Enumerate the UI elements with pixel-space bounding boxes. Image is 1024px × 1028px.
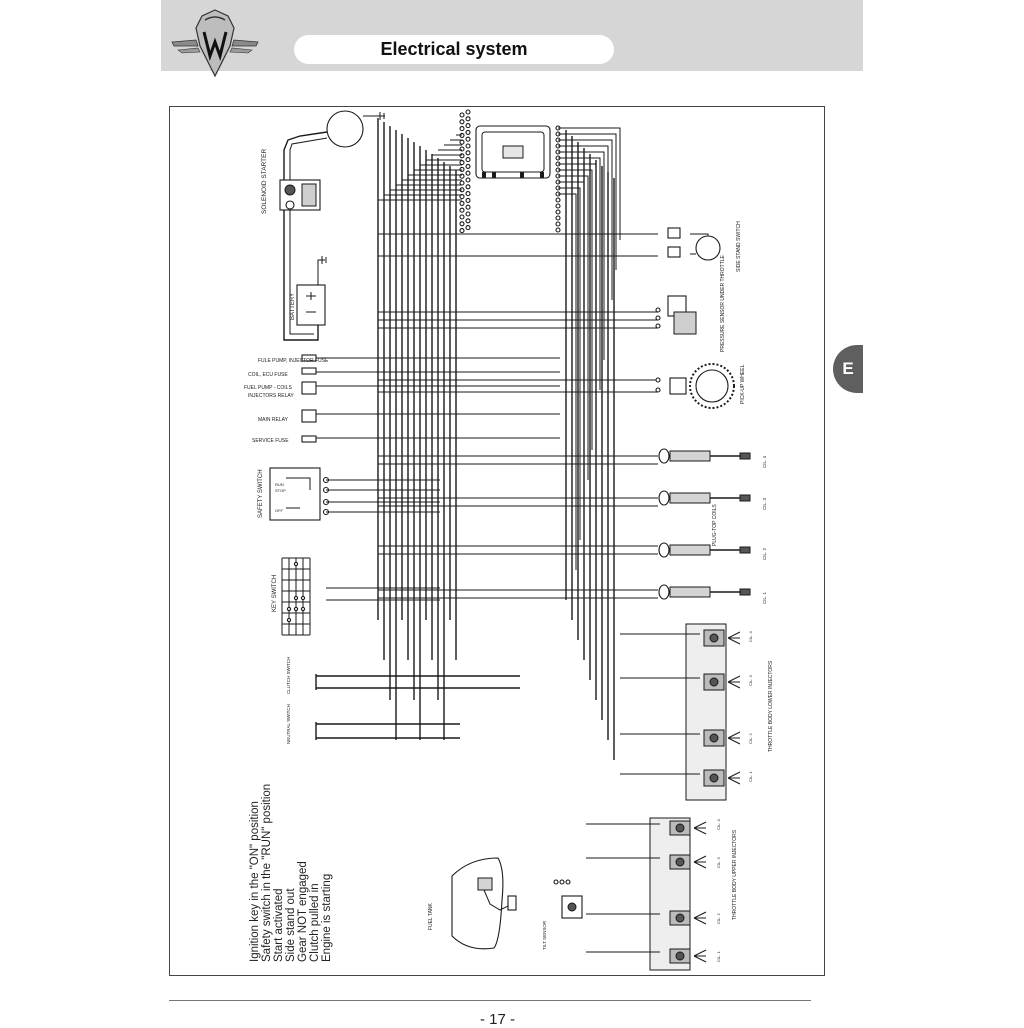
- safety-run-label: RUN: [275, 482, 284, 487]
- page-title: Electrical system: [380, 39, 528, 59]
- condition-3: Start activated: [273, 888, 285, 962]
- coil-cyl4-label: CIL. 4: [762, 455, 767, 468]
- side-stand-switch-icon: [667, 227, 721, 261]
- battery-icon: [296, 256, 327, 326]
- coil-cyl2-label: CIL. 2: [762, 547, 767, 560]
- throttle-body-lower-label: THROTTLE BODY LOWER INJECTORS: [768, 660, 774, 752]
- pressure-sensor-label: PRESSURE SENSOR UNDER THROTTLE: [720, 254, 726, 352]
- lower-cyl3-label: CIL. 3: [748, 675, 753, 686]
- throttle-body-lower-icon: [620, 623, 741, 801]
- fuel-tank-icon: [451, 857, 517, 950]
- condition-2: Safety switch in the "RUN" position: [261, 784, 273, 962]
- upper-cyl2-label: CIL. 2: [716, 913, 721, 924]
- battery-label: BATTERY: [290, 293, 296, 320]
- pressure-sensor-icon: [655, 295, 697, 335]
- wiring-bus: [316, 118, 658, 760]
- title-pill: Electrical system: [294, 35, 614, 64]
- ecu-icon: [475, 125, 551, 179]
- pick-up-wheel-icon: [655, 363, 735, 409]
- neutral-switch-icon: [315, 722, 460, 740]
- ecu-connector-right: [555, 125, 561, 233]
- fuse-relay-block: [301, 354, 317, 443]
- plugtop-coils-label: PLUG-TOP COILS: [712, 504, 718, 546]
- upper-cyl3-label: CIL. 3: [716, 857, 721, 868]
- condition-7: Engine is starting: [321, 874, 333, 962]
- key-switch-label: KEY SWITCH: [272, 575, 278, 612]
- throttle-body-upper-icon: [586, 817, 707, 971]
- starter-motor-icon: [326, 110, 385, 148]
- condition-1: Ignition key in the "ON" position: [249, 801, 261, 962]
- safety-off-label: OFF: [275, 508, 284, 513]
- coil-cyl3-label: CIL. 3: [762, 497, 767, 510]
- solenoid-starter-label: SOLENOID STARTER: [261, 149, 268, 214]
- clutch-switch-label: CLUTCH SWITCH: [286, 657, 291, 694]
- coil-cyl1-label: CIL. 1: [762, 591, 767, 604]
- relay-label-2: INJECTORS RELAY: [248, 393, 294, 399]
- relay-label-1: FUEL PUMP - COILS: [244, 385, 292, 391]
- fuel-tank-label: FUEL TANK: [428, 902, 434, 930]
- condition-4: Side stand out: [285, 888, 297, 962]
- plugtop-coils-icon: [658, 448, 751, 600]
- mv-agusta-logo: [171, 9, 259, 78]
- tilt-sensor-icon: [553, 879, 583, 919]
- solenoid-starter-icon: [279, 179, 321, 211]
- main-relay-label: MAIN RELAY: [258, 417, 289, 423]
- section-tab-letter: E: [842, 359, 854, 378]
- pick-up-wheel-label: PICK-UP WHEEL: [740, 364, 746, 404]
- safety-switch-label: SAFETY SWITCH: [258, 469, 264, 518]
- throttle-body-upper-label: THROTTLE BODY UPPER INJECTORS: [732, 829, 738, 920]
- tilt-sensor-label: TILT SENSOR: [542, 920, 547, 950]
- lower-cyl1-label: CIL. 1: [748, 771, 753, 782]
- safety-stop-label: STOP: [275, 488, 286, 493]
- lower-cyl4-label: CIL. 4: [748, 631, 753, 642]
- diagram-frame: [169, 106, 825, 976]
- key-switch-icon: [281, 557, 311, 636]
- coil-ecu-fuse-label: COIL, ECU FUSE: [248, 372, 288, 378]
- footer-rule: [169, 1000, 811, 1001]
- page-number: - 17 -: [480, 1011, 516, 1028]
- neutral-switch-label: NEUTRAL SWITCH: [286, 704, 291, 744]
- upper-cyl4-label: CIL. 4: [716, 819, 721, 830]
- clutch-switch-icon: [315, 674, 520, 690]
- fuel-pump-injector-fuse-label: FULE PUMP, INJECTOR FUSE: [258, 358, 329, 364]
- lower-cyl2-label: CIL. 2: [748, 733, 753, 744]
- side-stand-switch-label: SIDE STAND SWITCH: [736, 221, 742, 272]
- condition-5: Gear NOT engaged: [297, 861, 309, 962]
- ecu-connector-left: [459, 109, 471, 234]
- conditions-list: Ignition key in the "ON" position Safety…: [249, 784, 333, 962]
- service-fuse-label: SERVICE FUSE: [252, 438, 289, 444]
- condition-6: Clutch pulled in: [309, 883, 321, 962]
- upper-cyl1-label: CIL. 1: [716, 951, 721, 962]
